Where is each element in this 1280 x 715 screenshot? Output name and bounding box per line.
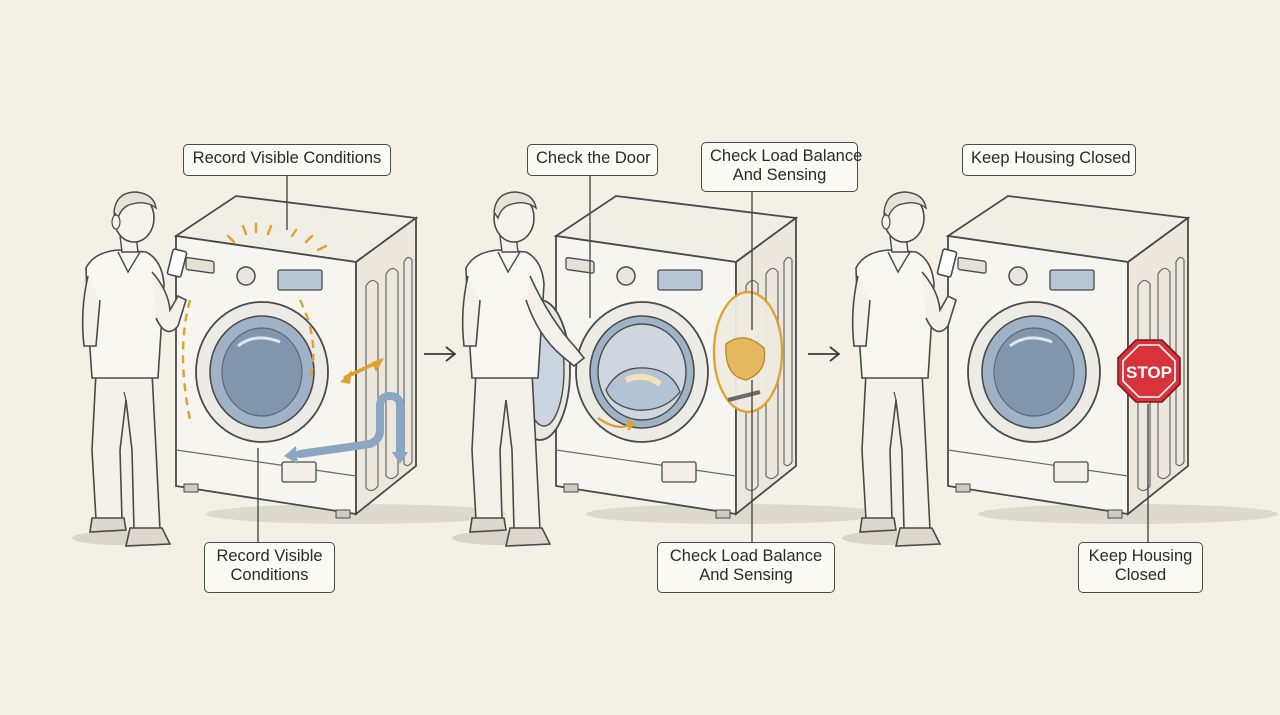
water-flow-arrow <box>296 391 404 458</box>
arrow-right-icon <box>424 346 457 362</box>
stop-sign-icon: STOP <box>1117 339 1181 403</box>
orange-arc <box>181 299 192 421</box>
vibration-arrow-icon <box>340 358 384 384</box>
person-icon <box>71 191 188 547</box>
orange-arc <box>298 299 315 381</box>
callout-check-load-bottom: Check Load Balance And Sensing <box>657 542 835 593</box>
panel-record-conditions <box>71 176 508 547</box>
callout-check-load-top: Check Load Balance And Sensing <box>701 142 862 192</box>
person-icon <box>452 191 586 547</box>
callout-keep-housing-top: Keep Housing Closed <box>962 144 1136 176</box>
panel-keep-housing-closed: STOP <box>841 191 1280 547</box>
drum-cutaway <box>712 290 784 414</box>
callout-record-conditions-top: Record Visible Conditions <box>183 144 391 176</box>
stop-sign-label: STOP <box>1126 363 1172 382</box>
highlight-rays <box>226 222 328 252</box>
callout-keep-housing-bottom: Keep Housing Closed <box>1078 542 1203 593</box>
arrow-right-icon <box>808 346 841 362</box>
callout-check-door: Check the Door <box>527 144 658 176</box>
person-icon <box>841 191 958 547</box>
washing-machine-icon <box>174 194 508 526</box>
laundry-load <box>605 367 681 411</box>
callout-record-conditions-bottom: Record Visible Conditions <box>204 542 335 593</box>
panel-check-door-load <box>452 176 888 547</box>
washing-machine-icon <box>946 194 1280 526</box>
